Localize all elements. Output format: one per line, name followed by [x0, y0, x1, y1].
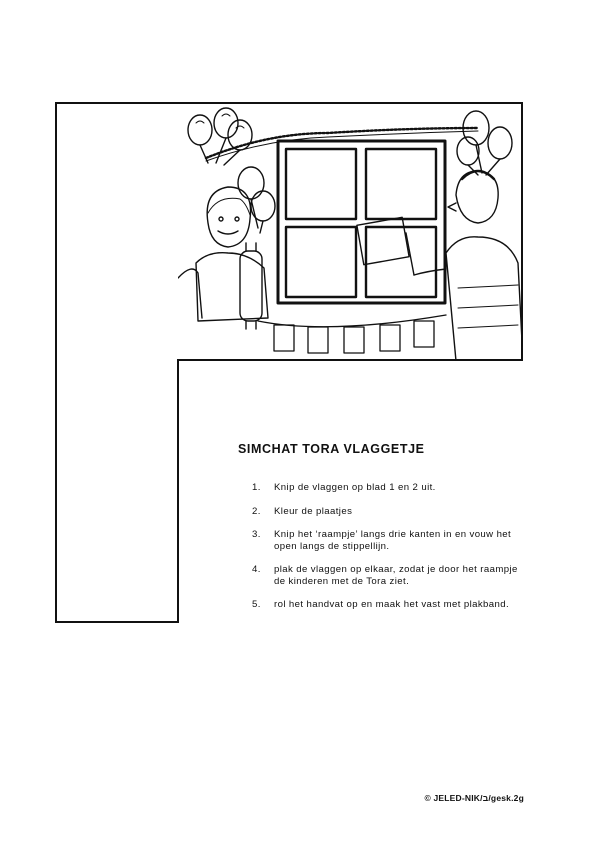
garland-icon	[204, 126, 480, 160]
list-item: 2. Kleur de plaatjes	[252, 506, 532, 518]
step-text: plak de vlaggen op elkaar, zodat je door…	[274, 564, 518, 587]
flag-outline-top	[55, 102, 523, 104]
step-text: Kleur de plaatjes	[274, 505, 353, 517]
simchat-tora-illustration	[178, 107, 523, 361]
girl-with-torah-icon	[178, 186, 269, 330]
copyright-footer: © JELED-NIK/ב/gesk.2g	[424, 793, 524, 803]
step-number: 4.	[252, 564, 261, 575]
flag-outline-right	[521, 102, 523, 361]
bunting-flags-icon	[257, 314, 447, 354]
boy-with-flag-icon	[356, 169, 523, 361]
flag-pole-line	[177, 360, 179, 623]
flag-outline-left	[55, 102, 57, 623]
list-item: 1. Knip de vlaggen op blad 1 en 2 uit.	[252, 482, 532, 494]
list-item: 5. rol het handvat op en maak het vast me…	[252, 599, 532, 611]
step-number: 5.	[252, 599, 261, 610]
step-text: Knip de vlaggen op blad 1 en 2 uit.	[274, 482, 436, 493]
window-icon	[276, 139, 447, 305]
list-item: 4. plak de vlaggen op elkaar, zodat je do…	[252, 564, 532, 587]
balloons-mid-icon	[237, 166, 276, 234]
flag-mid-line	[177, 359, 523, 361]
list-item: 3. Knip het ‘raampje’ langs drie kanten i…	[252, 529, 532, 552]
step-text: rol het handvat op en maak het vast met …	[274, 599, 510, 610]
step-number: 1.	[252, 482, 261, 493]
flag-outline-bottom	[55, 621, 179, 623]
instruction-steps: 1. Knip de vlaggen op blad 1 en 2 uit. 2.…	[252, 482, 532, 623]
step-number: 3.	[252, 529, 261, 540]
balloons-right-icon	[456, 110, 513, 176]
worksheet-title: SIMCHAT TORA VLAGGETJE	[238, 442, 425, 456]
step-number: 2.	[252, 505, 261, 517]
balloons-left-icon	[187, 107, 253, 166]
step-text: Knip het ‘raampje’ langs drie kanten in …	[274, 529, 512, 552]
